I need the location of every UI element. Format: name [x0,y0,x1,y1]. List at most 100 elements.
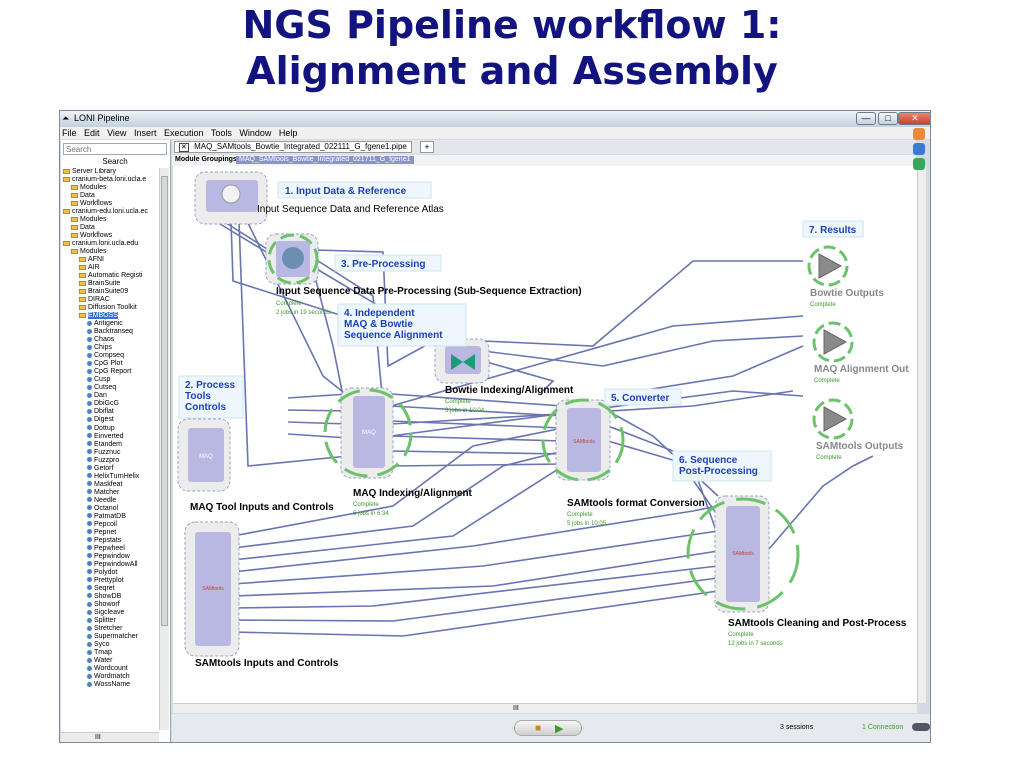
tree-folder-item[interactable]: DIRAC [61,296,159,304]
tree-module-item[interactable]: Pepstats [61,537,159,545]
tree-module-item[interactable]: Supermatcher [61,633,159,641]
node-samtools-inputs[interactable]: SAMtools SAMtools Inputs and Controls [184,521,339,669]
tree-module-item[interactable]: Needle [61,497,159,505]
play-icon[interactable]: ▶ [555,723,564,735]
tab-workflow[interactable]: ✕ MAQ_SAMtools_Bowtie_Integrated_022111_… [174,141,412,153]
tree-folder-item[interactable]: BrainSuite [61,280,159,288]
tree-horizontal-scrollbar[interactable]: III [61,732,159,742]
search-input[interactable] [63,143,167,155]
tree-module-item[interactable]: Dan [61,392,159,400]
tree-module-item[interactable]: Pepwheel [61,545,159,553]
tree-module-item[interactable]: Compseq [61,352,159,360]
tree-module-item[interactable]: Tmap [61,649,159,657]
node-bowtie-outputs[interactable]: Bowtie Outputs Complete [807,245,884,308]
tree-module-item[interactable]: Dbiflat [61,408,159,416]
node-pre-processing[interactable]: Input Sequence Data Pre-Processing (Sub-… [265,233,582,316]
tree-folder-item[interactable]: Modules [61,216,159,224]
node-samtools-conversion[interactable]: SAMtools SAMtools format Conversion Comp… [541,398,705,527]
menu-edit[interactable]: Edit [84,128,100,138]
menu-tools[interactable]: Tools [210,128,232,138]
node-samtools-outputs[interactable]: SAMtools Outputs Complete [812,398,904,461]
tree-module-item[interactable]: Etandem [61,441,159,449]
tree-folder-item[interactable]: cranium.loni.ucla.edu [61,240,159,248]
node-maq-inputs[interactable]: MAQ MAQ Tool Inputs and Controls [177,418,334,513]
tree-folder-item[interactable]: Diffusion Toolkit [61,304,159,312]
tree-module-item[interactable]: Showorf [61,601,159,609]
tree-module-item[interactable]: Water [61,657,159,665]
node-bowtie[interactable]: Bowtie Indexing/Alignment Complete 3 job… [434,338,574,414]
tree-module-item[interactable]: Einverted [61,433,159,441]
canvas-vertical-scrollbar[interactable] [917,166,926,703]
tree-module-item[interactable]: Digest [61,416,159,424]
tree-module-item[interactable]: WossName [61,681,159,689]
tree-module-item[interactable]: DbiGcG [61,400,159,408]
menu-execution[interactable]: Execution [163,128,204,138]
close-button[interactable]: ✕ [898,112,930,125]
tree-module-item[interactable]: Cutseq [61,384,159,392]
tree-module-item[interactable]: ShowDB [61,593,159,601]
node-input-sequence[interactable]: Input Sequence Data and Reference Atlas [194,171,444,225]
tree-folder-item[interactable]: Modules [61,184,159,192]
tree-module-item[interactable]: Antigenic [61,320,159,328]
search-button[interactable]: Search [102,157,128,166]
tree-module-item[interactable]: Chips [61,344,159,352]
tree-folder-item[interactable]: EMBOSS [61,312,159,320]
tree-module-item[interactable]: Matcher [61,489,159,497]
help-icon[interactable] [913,158,925,170]
tree-module-item[interactable]: Pepcoil [61,521,159,529]
canvas-horizontal-scrollbar[interactable]: III [173,703,917,713]
tree-module-item[interactable]: CpG Plot [61,360,159,368]
tree-module-item[interactable]: Pepwindow [61,553,159,561]
tree-module-item[interactable]: Seqret [61,585,159,593]
tab-close-icon[interactable]: ✕ [179,143,189,152]
tree-vertical-scrollbar[interactable] [159,168,169,730]
connection-label[interactable]: 1 Connection [862,724,904,731]
add-tab-button[interactable]: + [420,141,434,153]
tree-module-item[interactable]: Fuzzpro [61,457,159,465]
tree-folder-item[interactable]: BrainSuite09 [61,288,159,296]
tree-folder-item[interactable]: Server Library [61,168,159,176]
grouping-chip[interactable]: MAQ_SAMtools_Bowtie_Integrated_021711_G_… [236,156,414,164]
tree-module-item[interactable]: Polydot [61,569,159,577]
tree-module-item[interactable]: Wordcount [61,665,159,673]
tree-scroll-thumb[interactable] [161,176,168,626]
tree-module-item[interactable]: HelixTurnHelix [61,473,159,481]
tree-folder-item[interactable]: Data [61,224,159,232]
tree-module-item[interactable]: PatmatDB [61,513,159,521]
node-maq-outputs[interactable]: MAQ Alignment Out Complete [812,321,909,384]
tree-module-item[interactable]: Stretcher [61,625,159,633]
tree-module-item[interactable]: Cusp [61,376,159,384]
sessions-label[interactable]: 3 sessions [780,724,814,731]
tree-module-item[interactable]: Prettyplot [61,577,159,585]
tree-folder-item[interactable]: AIR [61,264,159,272]
tree-module-item[interactable]: CpG Report [61,368,159,376]
tree-folder-item[interactable]: Workflows [61,200,159,208]
node-maq-indexing[interactable]: MAQ MAQ Indexing/Alignment Complete 6 jo… [323,387,473,517]
tree-module-item[interactable]: Pepnet [61,529,159,537]
menu-window[interactable]: Window [239,128,272,138]
tree-module-item[interactable]: Backtranseq [61,328,159,336]
tree-module-item[interactable]: Syco [61,641,159,649]
tree-folder-item[interactable]: cranium-edu.loni.ucla.ec [61,208,159,216]
tree-folder-item[interactable]: AFNI [61,256,159,264]
tree-folder-item[interactable]: Automatic Registi [61,272,159,280]
tree-folder-item[interactable]: cranium-beta.loni.ucla.e [61,176,159,184]
maximize-button[interactable]: □ [878,112,898,125]
tree-module-item[interactable]: Splitter [61,617,159,625]
menu-view[interactable]: View [107,128,127,138]
tree-module-item[interactable]: Fuzznuc [61,449,159,457]
tree-module-item[interactable]: PepwindowAll [61,561,159,569]
menu-file[interactable]: File [62,128,77,138]
tree-module-item[interactable]: Octanol [61,505,159,513]
info-icon[interactable] [913,143,925,155]
tree-folder-item[interactable]: Modules [61,248,159,256]
tree-module-item[interactable]: Sigcleave [61,609,159,617]
stop-icon[interactable]: ■ [535,723,542,734]
menu-help[interactable]: Help [278,128,298,138]
node-samtools-cleaning[interactable]: SAMtools SAMtools Cleaning and Post-Proc… [686,495,907,647]
minimize-button[interactable]: — [856,112,876,125]
tree-folder-item[interactable]: Workflows [61,232,159,240]
tree-module-item[interactable]: Chaos [61,336,159,344]
tree-module-item[interactable]: Maskfeat [61,481,159,489]
back-icon[interactable] [913,128,925,140]
